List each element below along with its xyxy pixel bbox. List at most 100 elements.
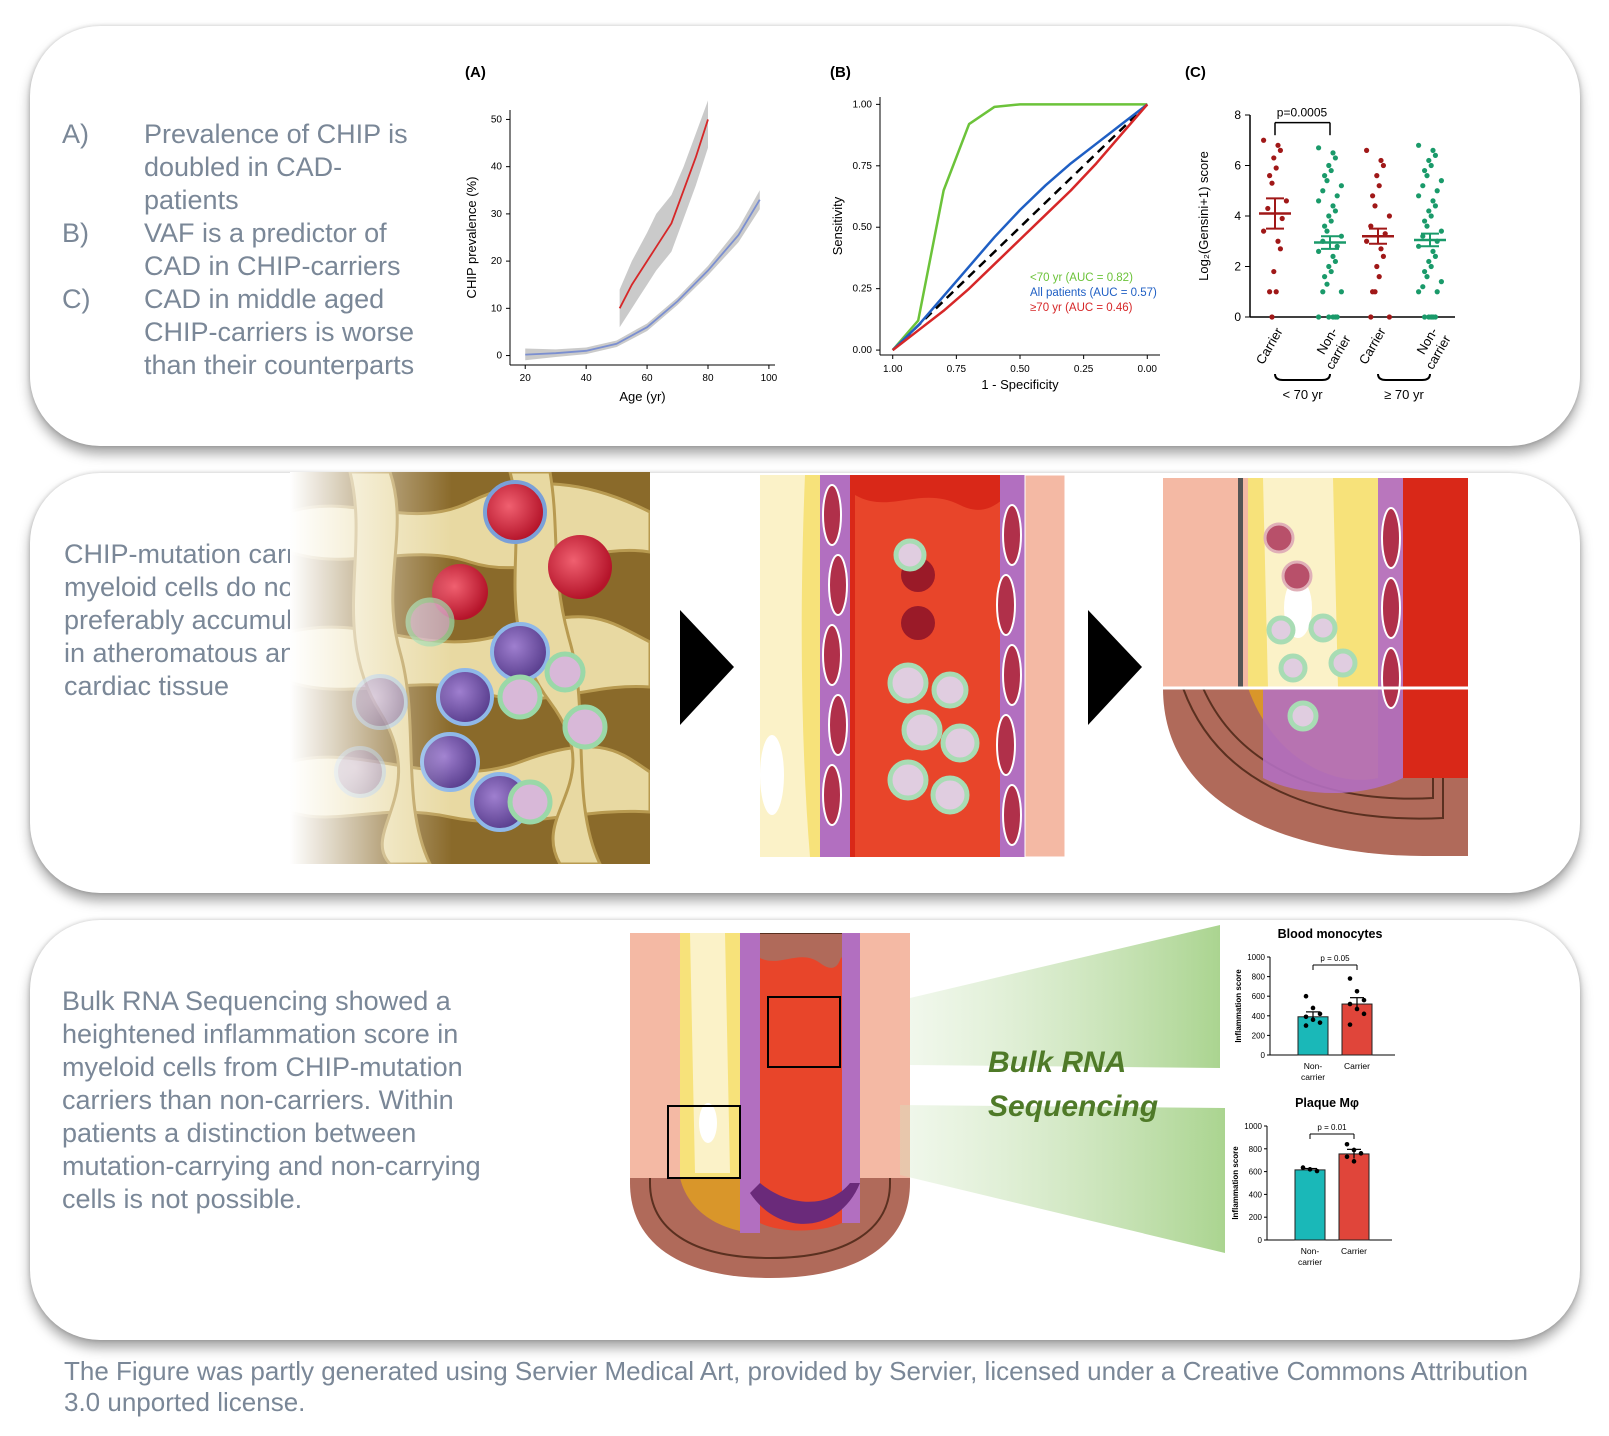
- data-point: [1307, 1167, 1313, 1172]
- data-point: [1422, 268, 1428, 275]
- monocyte: [901, 709, 943, 751]
- monocyte: [887, 662, 929, 704]
- monocyte: [940, 723, 980, 763]
- data-point: [1303, 1014, 1309, 1020]
- data-point: [1347, 976, 1353, 981]
- data-point: [1368, 314, 1374, 320]
- data-point: [1426, 157, 1432, 164]
- y-axis-label: Sensitivity: [830, 196, 845, 255]
- x-tick-label: 0.50: [1010, 364, 1030, 375]
- rnaseq-beams: [900, 925, 1225, 1253]
- data-point: [1261, 137, 1267, 143]
- data-point: [1372, 203, 1378, 209]
- data-point: [1428, 263, 1434, 270]
- data-point: [1364, 147, 1370, 153]
- data-point: [1317, 1020, 1323, 1025]
- category-label: Non-carrier: [1309, 324, 1354, 371]
- p-value-annotation: p=0.0005: [1277, 106, 1328, 120]
- vessel-wall-illustration: [760, 475, 1065, 857]
- data-point: [1386, 314, 1392, 320]
- data-point: [1269, 314, 1275, 320]
- y-tick-label: 2: [1234, 260, 1241, 274]
- data-point: [1428, 162, 1434, 169]
- x-axis-label: Age (yr): [619, 389, 665, 404]
- x-tick-label: 20: [520, 373, 532, 384]
- group-bracket: [1377, 373, 1431, 381]
- bar: [1341, 1003, 1373, 1056]
- chart-blood-monocytes: Blood monocytes02004006008001000Inflamma…: [1234, 927, 1395, 1082]
- p-value-annotation: p = 0.05: [1320, 954, 1350, 963]
- confidence-band: [525, 190, 760, 361]
- accumulation-text: CHIP-mutation carrying myeloid cells do …: [64, 539, 345, 701]
- y-axis-label: Inflammation score: [1234, 969, 1243, 1043]
- y-tick-label: 10: [491, 303, 503, 314]
- plaque-illustration: [1163, 478, 1468, 856]
- finding-a: A)Prevalence of CHIP is doubled in CAD-p…: [62, 118, 424, 217]
- findings-list: A)Prevalence of CHIP is doubled in CAD-p…: [62, 118, 424, 382]
- y-tick-label: 8: [1234, 108, 1241, 122]
- data-point: [1344, 1141, 1350, 1147]
- y-tick-label: 0.75: [853, 161, 873, 172]
- data-point: [1432, 203, 1438, 209]
- data-point: [1334, 243, 1340, 249]
- data-point: [1310, 1005, 1316, 1011]
- group-label: < 70 yr: [1282, 387, 1323, 402]
- data-point: [1422, 218, 1428, 224]
- data-point: [1438, 228, 1444, 234]
- monocyte: [1328, 648, 1358, 678]
- data-point: [1438, 178, 1444, 184]
- y-tick-label: 6: [1234, 159, 1241, 173]
- data-point: [1426, 258, 1432, 265]
- confidence-band: [619, 100, 708, 328]
- data-point: [1354, 989, 1360, 994]
- chart-title: Blood monocytes: [1278, 927, 1383, 941]
- panel-label: (C): [1185, 64, 1206, 81]
- data-point: [1334, 193, 1340, 199]
- y-tick-label: 40: [491, 162, 503, 173]
- finding-letter: C): [62, 284, 91, 314]
- data-point: [1273, 289, 1279, 295]
- monocyte: [1278, 653, 1308, 683]
- data-point: [1351, 1147, 1357, 1153]
- finding-text: CAD in middle aged CHIP-carriers is wors…: [144, 284, 415, 380]
- data-point: [1374, 173, 1380, 179]
- category-label: Carrier: [1344, 1061, 1370, 1071]
- data-point: [1328, 268, 1334, 275]
- data-point: [1416, 142, 1422, 148]
- x-tick-label: 100: [761, 373, 778, 384]
- group-bracket: [1274, 373, 1331, 381]
- data-point: [1416, 193, 1422, 199]
- data-point: [1438, 279, 1444, 285]
- finding-b: B)VAF is a predictor of CAD in CHIP-carr…: [62, 217, 424, 283]
- y-tick-label: 1000: [1244, 1122, 1262, 1131]
- beam-lower: [900, 1105, 1225, 1253]
- data-point: [1326, 213, 1332, 219]
- data-point: [1416, 289, 1422, 295]
- data-point: [1277, 246, 1283, 252]
- bar: [1338, 1153, 1370, 1241]
- data-point: [1416, 243, 1422, 249]
- data-point: [1316, 198, 1322, 204]
- data-point: [1378, 157, 1384, 164]
- y-tick-label: 800: [1252, 973, 1266, 982]
- beam-upper: [910, 925, 1220, 1068]
- bulk-rna-label-line2: Sequencing: [988, 1090, 1159, 1123]
- data-point: [1426, 208, 1432, 214]
- y-axis-label: CHIP prevalence (%): [464, 177, 479, 299]
- category-label: Non-: [1304, 1061, 1323, 1071]
- y-axis-label: Inflammation score: [1231, 1146, 1240, 1220]
- plaque-cross-section-illustration: [630, 933, 910, 1278]
- data-point: [1370, 193, 1376, 199]
- data-point: [1316, 145, 1322, 151]
- roc-curve: [891, 103, 1149, 351]
- category-label: Carrier: [1253, 324, 1286, 366]
- y-tick-label: 1.00: [853, 99, 873, 110]
- roc-curve: [891, 103, 1148, 351]
- data-point: [1424, 274, 1430, 280]
- data-point: [1338, 233, 1344, 239]
- data-point: [1424, 223, 1430, 229]
- data-point: [1324, 178, 1330, 184]
- data-point: [1376, 274, 1382, 280]
